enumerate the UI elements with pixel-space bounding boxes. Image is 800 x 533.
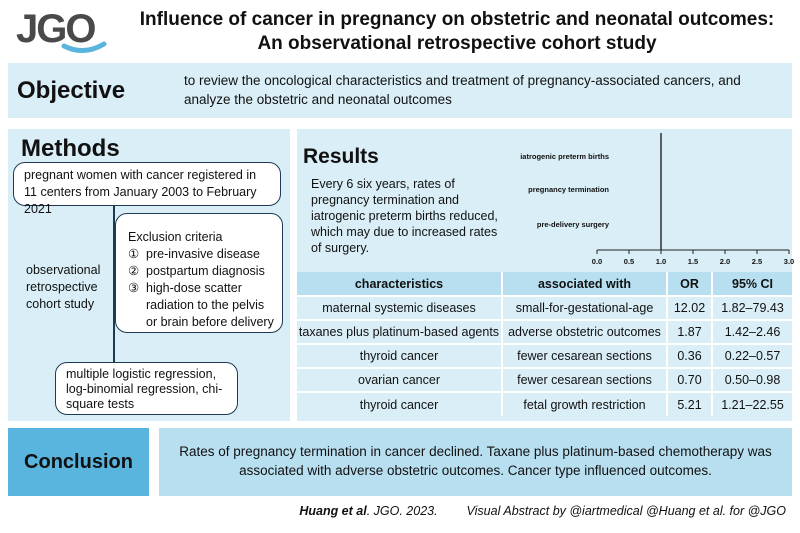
x-tick-label: 0.0 <box>592 257 602 266</box>
x-tick-label: 1.5 <box>688 257 698 266</box>
forest-plot: 0.0 0.5 1.0 1.5 2.0 2.5 3.0 iatrogenic preterm … <box>520 133 794 266</box>
x-tick-label: 3.0 <box>784 257 794 266</box>
methods-section: Methods pregnant women with cancer regis… <box>8 129 290 421</box>
objective-section: Objective to review the oncological char… <box>8 63 792 118</box>
table-cell: 12.02 <box>667 295 713 320</box>
table-cell: 0.70 <box>667 367 713 392</box>
table-row: thyroid cancer fetal growth restriction … <box>297 391 792 416</box>
results-table: characteristics associated with OR 95% C… <box>297 272 792 416</box>
results-text: Every 6 six years, rates of pregnancy te… <box>311 177 498 255</box>
exclusion-text: high-dose scatter radiation to the pelvi… <box>146 281 274 329</box>
conclusion-label: Conclusion <box>8 428 149 496</box>
table-header: OR <box>667 272 713 296</box>
results-section: Results Every 6 six years, rates of preg… <box>297 129 794 421</box>
exclusion-item: ③ high-dose scatter radiation to the pel… <box>128 280 274 331</box>
table-cell: fewer cesarean sections <box>502 343 668 368</box>
flow-connector-vertical <box>113 205 115 375</box>
table-cell: 5.21 <box>667 391 713 416</box>
table-cell: 1.82–79.43 <box>712 295 792 320</box>
table-header: associated with <box>502 272 668 296</box>
population-box: pregnant women with cancer registered in… <box>13 162 281 216</box>
table-header-row: characteristics associated with OR 95% C… <box>297 272 792 296</box>
table-cell: 1.21–22.55 <box>712 391 792 416</box>
logo-text: JGO <box>16 7 95 51</box>
study-design-text: observational retrospective cohort study <box>26 263 101 311</box>
jgo-logo: JGO <box>16 7 107 53</box>
table-header: characteristics <box>297 272 503 296</box>
table-cell: maternal systemic diseases <box>297 295 503 320</box>
analysis-methods-box: multiple logistic regression, log-binomi… <box>55 362 238 415</box>
table-cell: thyroid cancer <box>297 391 503 416</box>
exclusion-text: pre-invasive disease <box>146 247 260 261</box>
x-tick-label: 0.5 <box>624 257 634 266</box>
page-title: Influence of cancer in pregnancy on obst… <box>118 8 796 56</box>
exclusion-number: ② <box>128 264 140 278</box>
table-cell: adverse obstetric outcomes <box>502 319 668 344</box>
table-cell: 0.36 <box>667 343 713 368</box>
footer-authors: Huang et al <box>299 504 367 518</box>
logo-swoosh <box>61 41 107 53</box>
table-cell: 1.87 <box>667 319 713 344</box>
objective-label: Objective <box>17 77 126 104</box>
header: JGO Influence of cancer in pregnancy on … <box>0 0 800 62</box>
table-cell: 1.42–2.46 <box>712 319 792 344</box>
exclusion-criteria-box: Exclusion criteria ① pre-invasive diseas… <box>115 213 283 333</box>
table-row: maternal systemic diseases small-for-ges… <box>297 295 792 320</box>
table-cell: small-for-gestational-age <box>502 295 668 320</box>
x-tick-label: 2.5 <box>752 257 762 266</box>
exclusion-title: Exclusion criteria <box>128 230 223 244</box>
table-row: ovarian cancer fewer cesarean sections 0… <box>297 367 792 392</box>
results-label: Results <box>303 145 379 168</box>
x-tick-label: 1.0 <box>656 257 666 266</box>
methods-label: Methods <box>21 135 120 162</box>
category-label: pre-delivery surgery <box>537 220 610 229</box>
exclusion-number: ① <box>128 247 140 261</box>
table-row: thyroid cancer fewer cesarean sections 0… <box>297 343 792 368</box>
category-label: pregnancy termination <box>528 185 609 194</box>
footer-credit: Visual Abstract by @iartmedical @Huang e… <box>466 504 786 518</box>
table-header: 95% CI <box>712 272 792 296</box>
exclusion-text: postpartum diagnosis <box>146 264 265 278</box>
table-cell: taxanes plus platinum-based agents <box>297 319 503 344</box>
table-cell: thyroid cancer <box>297 343 503 368</box>
title-line-1: Influence of cancer in pregnancy on obst… <box>139 9 775 30</box>
footer-citation: Huang et al. JGO. 2023. Visual Abstract … <box>299 504 786 518</box>
x-tick-label: 2.0 <box>720 257 730 266</box>
table-cell: fewer cesarean sections <box>502 367 668 392</box>
exclusion-item: ② postpartum diagnosis <box>128 263 274 280</box>
title-line-2: An observational retrospective cohort st… <box>257 33 657 54</box>
table-cell: fetal growth restriction <box>502 391 668 416</box>
table-row: taxanes plus platinum-based agents adver… <box>297 319 792 344</box>
exclusion-number: ③ <box>128 281 140 295</box>
table-cell: 0.22–0.57 <box>712 343 792 368</box>
conclusion-section: Conclusion Rates of pregnancy terminatio… <box>8 428 792 496</box>
footer-journal: . JGO. 2023. <box>366 504 438 518</box>
exclusion-item: ① pre-invasive disease <box>128 246 274 263</box>
table-cell: 0.50–0.98 <box>712 367 792 392</box>
conclusion-text: Rates of pregnancy termination in cancer… <box>159 428 792 496</box>
table-cell: ovarian cancer <box>297 367 503 392</box>
objective-text: to review the oncological characteristic… <box>184 73 741 107</box>
category-label: iatrogenic preterm births <box>520 152 609 161</box>
